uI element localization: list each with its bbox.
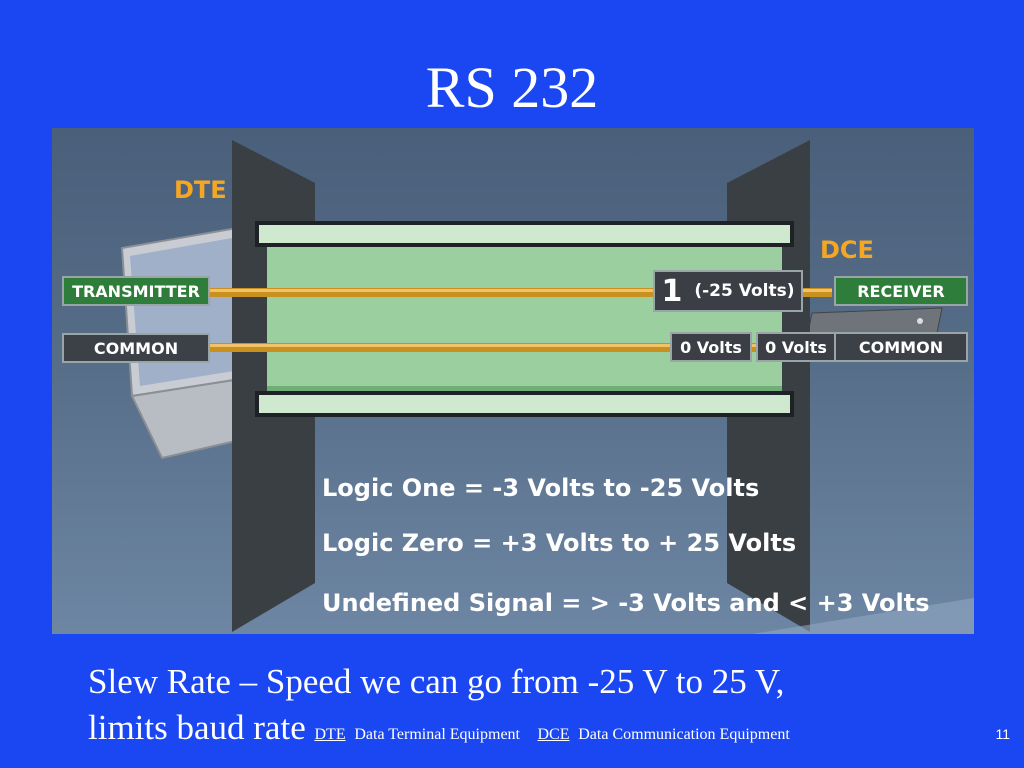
rule-logic-zero: Logic Zero = +3 Volts to + 25 Volts: [322, 529, 797, 557]
signal-value: 1: [661, 273, 683, 309]
transmitter-tag: TRANSMITTER: [62, 276, 210, 306]
dte-abbreviation: DTE: [314, 726, 346, 743]
transmit-wire: [202, 288, 832, 297]
rule-logic-one: Logic One = -3 Volts to -25 Volts: [322, 474, 760, 502]
signal-volts: (-25 Volts): [694, 281, 795, 301]
common-wire: [202, 343, 832, 352]
rs232-diagram: DTE DCE TRANSMITTER COMMON RECEIVER COMM…: [52, 128, 974, 634]
cable-bottom-flange: [255, 391, 794, 417]
rule-undefined-signal: Undefined Signal = > -3 Volts and < +3 V…: [322, 589, 930, 617]
zero-volts-right: 0 Volts: [756, 332, 836, 362]
cable-body: [267, 228, 782, 398]
page-number: 11: [995, 726, 1010, 742]
dte-definition: Data Terminal Equipment: [354, 726, 520, 743]
dce-definition: Data Communication Equipment: [578, 726, 790, 743]
footer-line-2-text: limits baud rate: [88, 708, 306, 747]
common-right-tag: COMMON: [834, 332, 968, 362]
footer-line-2: limits baud rate DTE Data Terminal Equip…: [88, 706, 790, 757]
cable-top-flange: [255, 221, 794, 247]
zero-volts-left: 0 Volts: [670, 332, 752, 362]
common-left-tag: COMMON: [62, 333, 210, 363]
signal-value-box: 1 (-25 Volts): [653, 270, 803, 312]
diagram-graphics: [120, 140, 974, 634]
receiver-tag: RECEIVER: [834, 276, 968, 306]
slide-title: RS 232: [425, 55, 599, 120]
footer-line-1: Slew Rate – Speed we can go from -25 V t…: [88, 662, 785, 701]
dce-label: DCE: [820, 236, 874, 264]
dce-abbreviation: DCE: [537, 726, 570, 743]
dte-label: DTE: [174, 176, 227, 204]
